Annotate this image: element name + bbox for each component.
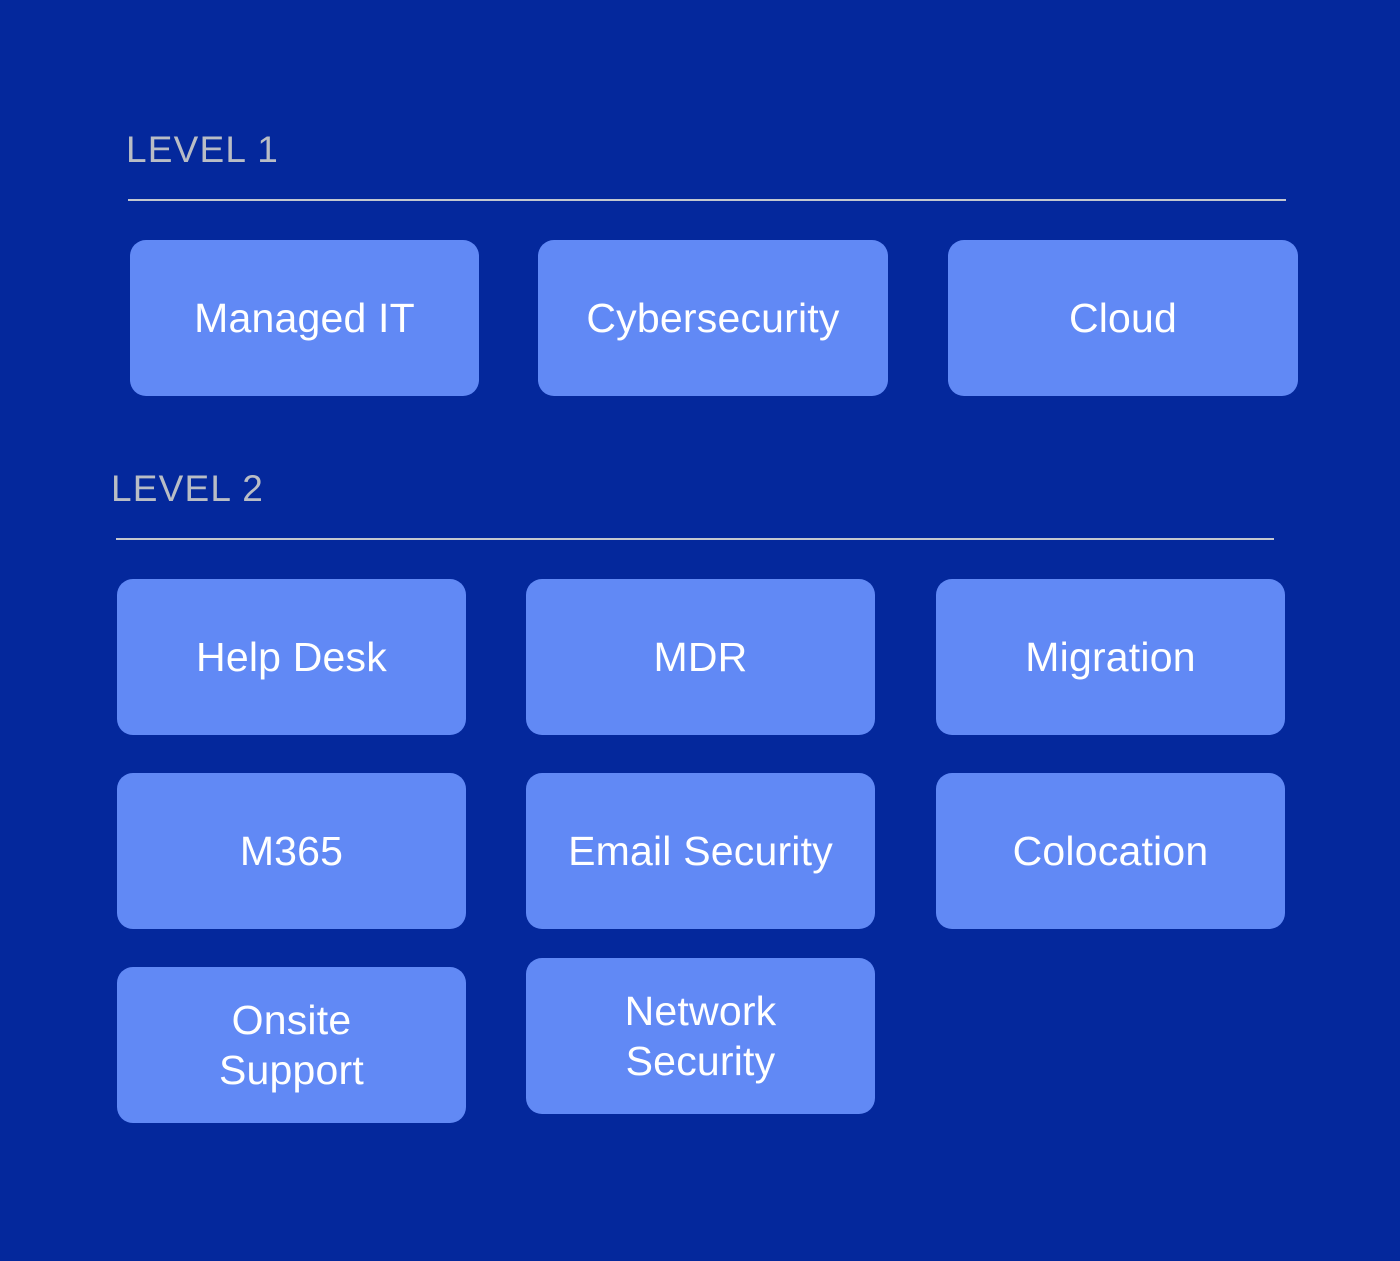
service-card-label: Colocation <box>1012 827 1209 874</box>
service-card-label: MDR <box>653 633 748 680</box>
section-divider-level-2 <box>116 538 1274 540</box>
service-card-label: Help Desk <box>196 633 387 680</box>
service-card-label: Onsite Support <box>218 996 364 1093</box>
service-card-colocation[interactable]: Colocation <box>936 773 1285 929</box>
service-card-onsite-support[interactable]: Onsite Support <box>117 967 466 1123</box>
section-title-level-2: LEVEL 2 <box>111 468 265 509</box>
service-card-label: Email Security <box>568 827 833 874</box>
service-card-label: M365 <box>239 827 344 874</box>
section-title-level-1: LEVEL 1 <box>126 129 280 170</box>
service-card-cybersecurity[interactable]: Cybersecurity <box>538 240 888 396</box>
service-card-m365[interactable]: M365 <box>117 773 466 929</box>
service-card-help-desk[interactable]: Help Desk <box>117 579 466 735</box>
service-card-email-security[interactable]: Email Security <box>526 773 875 929</box>
service-card-label: Cybersecurity <box>586 294 840 341</box>
service-card-label: Network Security <box>624 987 777 1084</box>
service-card-managed-it[interactable]: Managed IT <box>130 240 479 396</box>
section-divider-level-1 <box>128 199 1286 201</box>
service-card-label: Cloud <box>1068 294 1178 341</box>
service-card-label: Managed IT <box>194 294 415 341</box>
service-card-cloud[interactable]: Cloud <box>948 240 1298 396</box>
service-card-migration[interactable]: Migration <box>936 579 1285 735</box>
service-card-network-security[interactable]: Network Security <box>526 958 875 1114</box>
service-card-mdr[interactable]: MDR <box>526 579 875 735</box>
service-card-label: Migration <box>1025 633 1196 680</box>
